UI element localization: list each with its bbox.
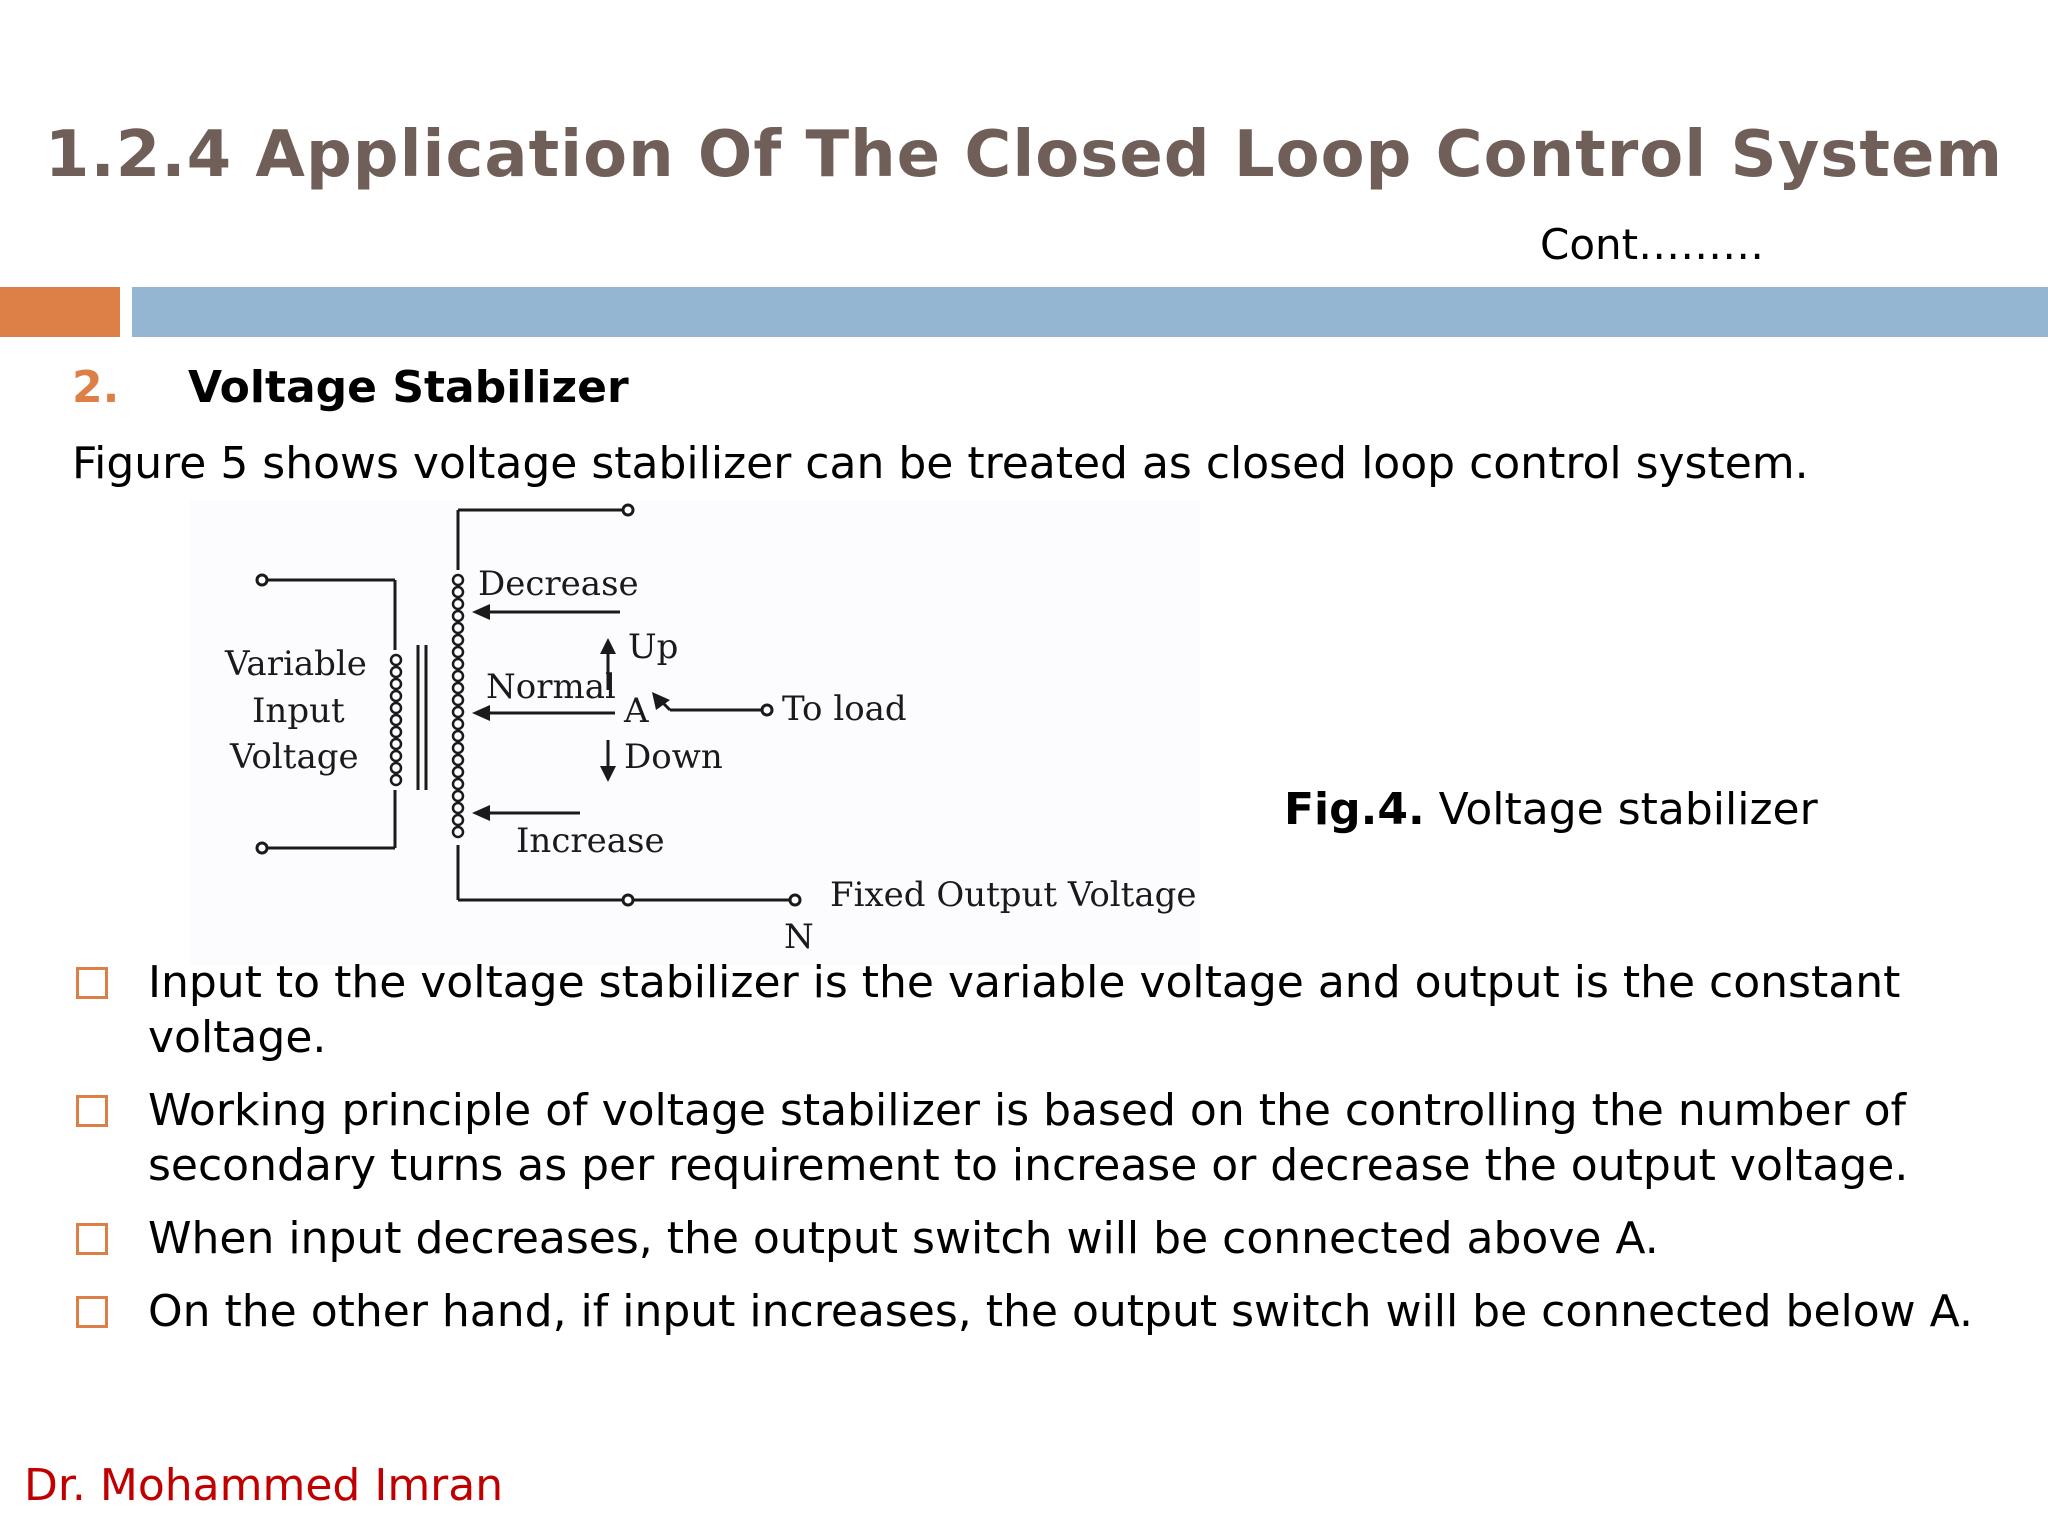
intro-text: Figure 5 shows voltage stabilizer can be… (72, 438, 1809, 489)
list-item: Working principle of voltage stabilizer … (76, 1083, 1976, 1193)
section-title: Voltage Stabilizer (188, 362, 629, 413)
diagram-svg: Decrease Up Normal A To load Down Increa… (224, 503, 1197, 957)
bullet-list: Input to the voltage stabilizer is the v… (76, 955, 1976, 1339)
accent-bar-orange (0, 287, 120, 337)
label-fixed-output-voltage: Fixed Output Voltage (830, 875, 1197, 915)
slide-title: 1.2.4 Application Of The Closed Loop Con… (44, 118, 2004, 192)
label-to-load: To load (782, 689, 907, 729)
accent-bar-blue (132, 287, 2048, 337)
label-a: A (623, 691, 649, 731)
label-up: Up (628, 627, 678, 667)
checkbox-square-icon (76, 1223, 108, 1255)
checkbox-square-icon (76, 1095, 108, 1127)
figure-caption-number: Fig.4. (1284, 784, 1425, 835)
continuation-label: Cont……… (1540, 220, 1765, 269)
bullet-text: When input decreases, the output switch … (148, 1213, 1659, 1264)
label-variable: Variable (224, 644, 367, 684)
bullet-text: Input to the voltage stabilizer is the v… (148, 957, 1901, 1063)
checkbox-square-icon (76, 967, 108, 999)
section-number: 2. (72, 362, 120, 413)
voltage-stabilizer-diagram: Decrease Up Normal A To load Down Increa… (190, 500, 1200, 965)
author-name: Dr. Mohammed Imran (24, 1460, 504, 1511)
checkbox-square-icon (76, 1296, 108, 1328)
bullet-text: Working principle of voltage stabilizer … (148, 1085, 1909, 1191)
label-decrease: Decrease (478, 564, 639, 604)
label-normal: Normal (486, 667, 616, 707)
bullet-text: On the other hand, if input increases, t… (148, 1286, 1973, 1337)
list-item: On the other hand, if input increases, t… (76, 1284, 1976, 1339)
section-heading: 2. Voltage Stabilizer (72, 362, 629, 413)
figure-caption-text: Voltage stabilizer (1424, 784, 1818, 835)
label-increase: Increase (516, 821, 665, 861)
figure-caption: Fig.4. Voltage stabilizer (1284, 784, 1818, 835)
label-down: Down (624, 737, 723, 777)
list-item: Input to the voltage stabilizer is the v… (76, 955, 1976, 1065)
label-input: Input (252, 691, 345, 731)
label-n: N (784, 917, 814, 957)
list-item: When input decreases, the output switch … (76, 1211, 1976, 1266)
label-voltage: Voltage (229, 737, 359, 777)
